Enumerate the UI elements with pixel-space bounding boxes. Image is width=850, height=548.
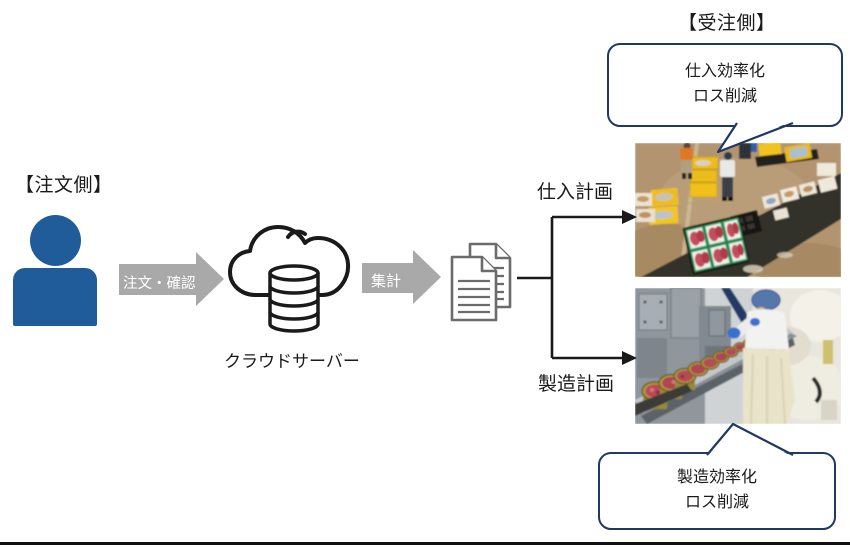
- bubble-line: ロス削減: [684, 494, 749, 511]
- purchase-photo: [615, 141, 850, 287]
- manufacture-photo: [635, 287, 850, 425]
- speech-bubble-purchase-text: 仕入効率化 ロス削減: [685, 60, 765, 110]
- person-icon: [30, 215, 81, 266]
- bottom-rule: [0, 542, 850, 545]
- speech-bubble-manufacture-text: 製造効率化 ロス削減: [677, 466, 757, 516]
- speech-bubble-manufacture-tail: [706, 422, 794, 457]
- speech-bubble-purchase-tail: [716, 121, 794, 154]
- speech-bubble-manufacture: 製造効率化 ロス削減: [598, 452, 836, 530]
- order-confirm-arrow-label: 注文・確認: [123, 276, 196, 292]
- manufacture-plan-label: 製造計画: [538, 374, 615, 395]
- bubble-line: 製造効率化: [676, 469, 757, 487]
- person-icon-body: [13, 268, 97, 326]
- order-side-heading: 【注文側】: [15, 175, 113, 196]
- aggregate-arrow: [362, 263, 413, 293]
- order-confirm-arrow-head: [196, 252, 224, 306]
- purchase-plan-label: 仕入計画: [537, 182, 614, 203]
- documents-icon: [450, 242, 512, 322]
- bubble-line: ロス削減: [692, 88, 757, 105]
- order-confirm-arrow: [119, 264, 196, 295]
- cloud-database-icon: [228, 225, 351, 333]
- speech-bubble-purchase: 仕入効率化 ロス削減: [607, 43, 843, 127]
- aggregate-arrow-label: 集計: [371, 273, 402, 290]
- receive-side-heading: 【受注側】: [678, 13, 776, 34]
- bubble-line: 仕入効率化: [684, 63, 765, 81]
- aggregate-arrow-head: [413, 250, 441, 304]
- cloud-server-label: クラウドサーバー: [224, 352, 360, 371]
